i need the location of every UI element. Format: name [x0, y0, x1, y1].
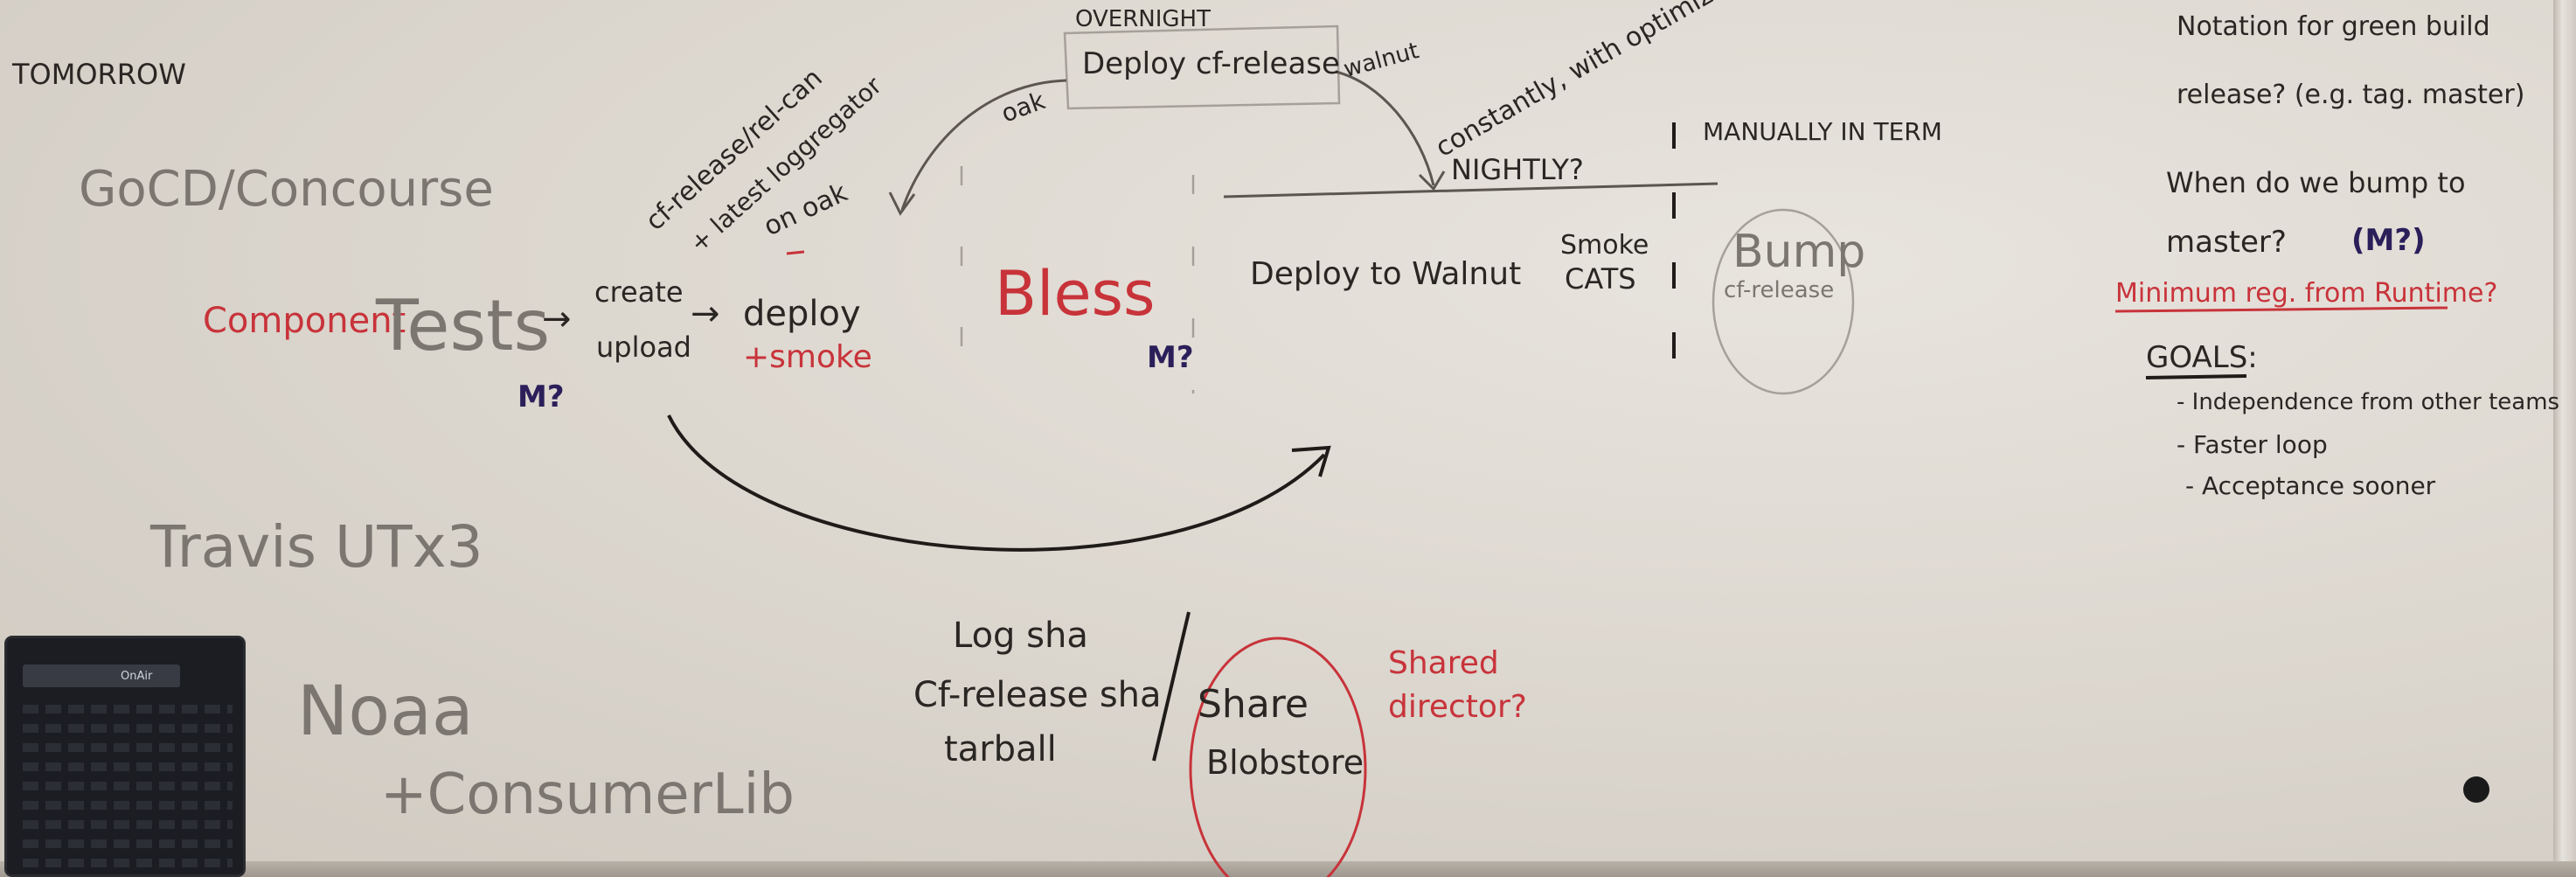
- arc-to-walnut: [1335, 70, 1435, 186]
- consumer-label: +ConsumerLib: [380, 762, 795, 827]
- bump-circle: [1712, 208, 1855, 395]
- arc-arrowhead-right: [1418, 171, 1446, 191]
- device-screen: [23, 665, 180, 687]
- device-label: OnAir: [121, 670, 153, 683]
- travis-label: Travis UTx3: [149, 513, 483, 581]
- arrow-upload-deploy: →: [691, 294, 720, 334]
- on-oak-tick: [786, 250, 805, 255]
- oak-label: oak: [997, 86, 1049, 129]
- when-line-1: When do we bump to: [2166, 166, 2466, 199]
- goals-label: GOALS:: [2146, 340, 2258, 375]
- big-arc-arrowhead: [1291, 445, 1331, 477]
- gocd-label: GoCD/Concourse: [79, 161, 494, 218]
- whiteboard-frame-right: [2553, 0, 2576, 877]
- component-label: Component: [203, 301, 406, 341]
- smoke-label: Smoke: [1560, 230, 1649, 261]
- cf-release-label: cf-release: [1724, 277, 1834, 303]
- smoke-red-label: +smoke: [743, 339, 872, 375]
- whiteboard-frame-bottom: [0, 861, 2576, 877]
- minimum-label: Minimum reg. from Runtime?: [2115, 278, 2497, 309]
- slash-divider: [1152, 611, 1191, 762]
- goal-2: - Faster loop: [2177, 430, 2328, 459]
- overnight-box: [1063, 24, 1341, 110]
- tests-label: Tests: [375, 285, 550, 366]
- walnut-line: [1223, 182, 1718, 198]
- bless-label: Bless: [995, 258, 1155, 330]
- goal-3: - Acceptance sooner: [2185, 471, 2436, 500]
- goal-1: - Independence from other teams: [2177, 389, 2559, 415]
- tarball-label: tarball: [944, 729, 1057, 769]
- notation-line-2: release? (e.g. tag. master): [2177, 80, 2524, 110]
- deploy-label: deploy: [743, 294, 861, 334]
- deploy-cf-release-label: Deploy cf-release: [1082, 46, 1340, 81]
- device: OnAir: [7, 638, 243, 874]
- tomorrow-label: TOMORROW: [11, 58, 186, 91]
- arc-arrowhead-left: [888, 191, 916, 216]
- upload-label: upload: [596, 331, 691, 364]
- m-question-left: M?: [517, 379, 565, 414]
- deploy-walnut-label: Deploy to Walnut: [1250, 256, 1521, 292]
- device-keypad: [23, 701, 233, 867]
- director-label: director?: [1388, 689, 1527, 725]
- create-label: create: [594, 275, 684, 309]
- arc-to-create: [900, 79, 1067, 211]
- overnight-label: OVERNIGHT: [1075, 6, 1211, 32]
- shared-label: Shared: [1388, 645, 1499, 681]
- when-m-question: (M?): [2351, 223, 2426, 258]
- goals-underline: [2145, 374, 2247, 379]
- arrow-tests-create: →: [542, 299, 572, 339]
- noaa-label: Noaa: [297, 672, 474, 751]
- bump-label: Bump: [1732, 226, 1865, 278]
- cf-sha-label: Cf-release sha: [913, 675, 1162, 715]
- minimum-underline: [2114, 306, 2448, 313]
- walnut-small-label: walnut: [1341, 38, 1421, 83]
- log-sha-label: Log sha: [953, 616, 1088, 656]
- when-line-2: master?: [2166, 225, 2287, 260]
- share-circle: [1189, 637, 1367, 877]
- m-question-mid: M?: [1147, 340, 1194, 375]
- manually-label: MANUALLY IN TERM: [1703, 117, 1942, 146]
- notation-line-1: Notation for green build: [2177, 11, 2490, 42]
- nightly-label: NIGHTLY?: [1451, 153, 1584, 186]
- cats-label: CATS: [1565, 262, 1636, 296]
- share-label: Share: [1198, 682, 1309, 727]
- big-arc: [667, 414, 1326, 552]
- magnet: [2463, 776, 2489, 803]
- blobstore-label: Blobstore: [1206, 743, 1364, 782]
